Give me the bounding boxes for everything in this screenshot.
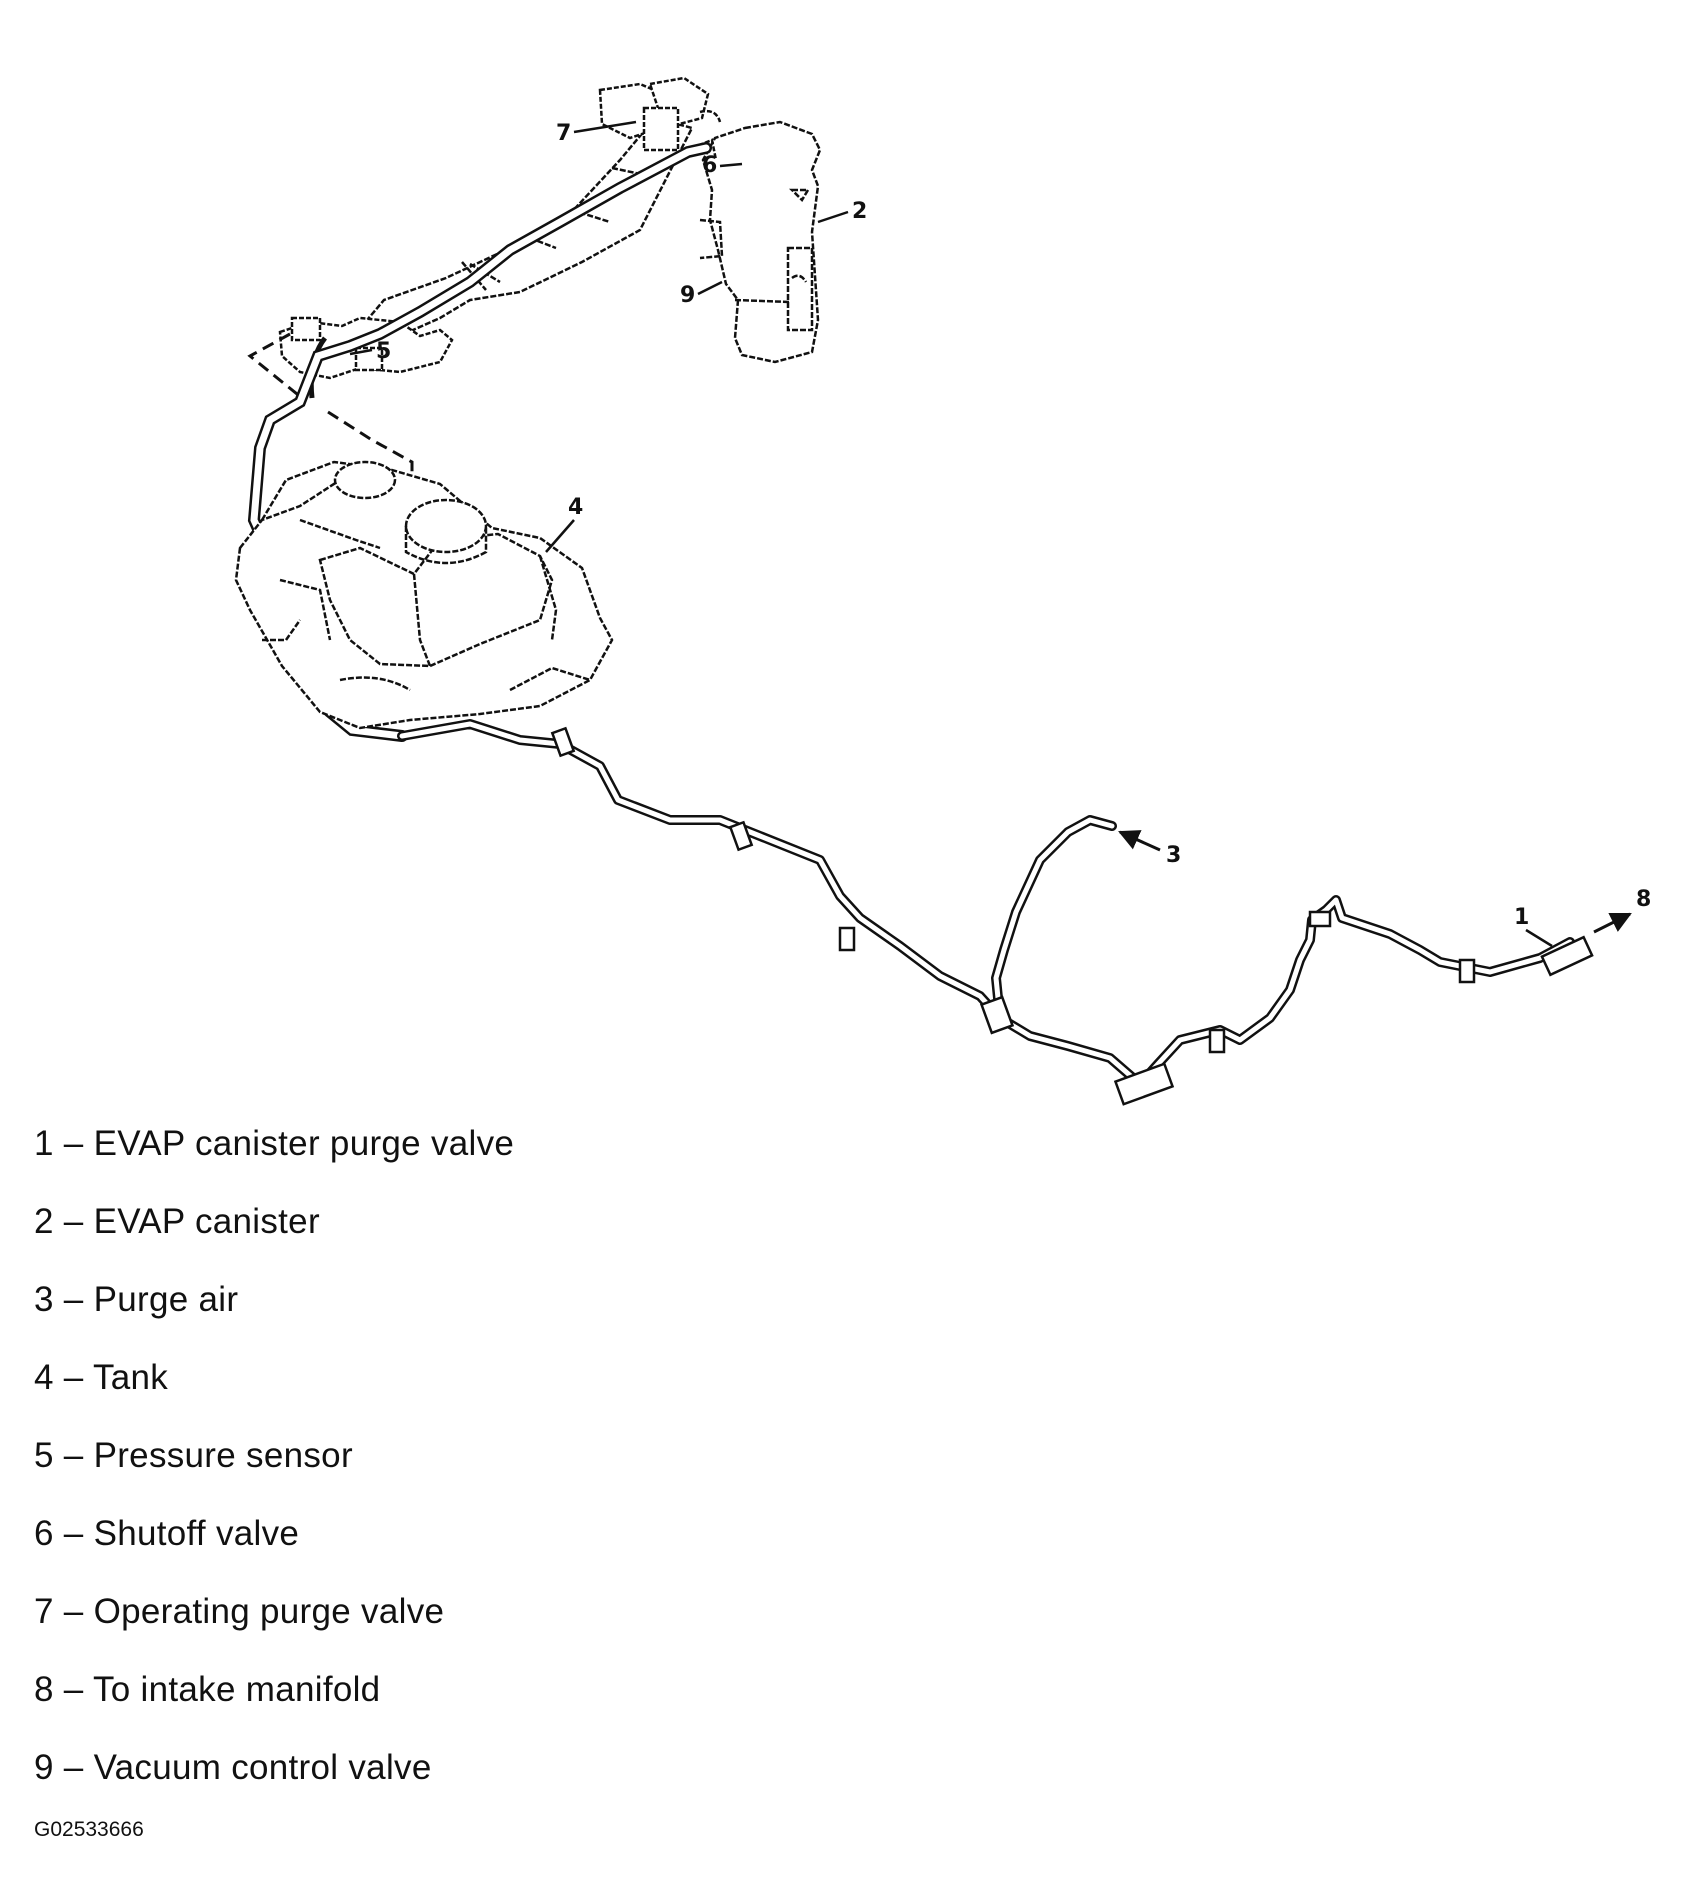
callout-3-number: 3: [1166, 843, 1181, 868]
callout-9-number: 9: [680, 283, 695, 308]
legend-item-1: 1 – EVAP canister purge valve: [34, 1124, 515, 1163]
dashed-leader-upper: [247, 332, 303, 400]
callout-2: 2: [817, 199, 867, 224]
callout-8-number: 8: [1636, 887, 1651, 912]
evap-system-diagram: 7 6 2 9 5 4 3 1 8: [234, 76, 1651, 1106]
figure-code: G02533666: [34, 1818, 144, 1841]
fuel-tank-drawing: [234, 460, 614, 730]
legend-item-5: 5 – Pressure sensor: [34, 1436, 353, 1475]
callout-7-leader: [573, 120, 637, 134]
callout-1-leader: [1525, 928, 1553, 948]
callout-3-arrow: [1118, 830, 1161, 852]
callout-5-number: 5: [376, 339, 391, 364]
legend-item-3: 3 – Purge air: [34, 1280, 239, 1319]
callout-9: 9: [680, 280, 723, 308]
purge-line-inner: [399, 721, 1573, 1087]
callout-2-number: 2: [852, 199, 867, 224]
pressure-sensor-drawing: [278, 316, 454, 380]
component-legend: 1 – EVAP canister purge valve 2 – EVAP c…: [34, 1118, 514, 1820]
evap-purge-valve-drawing: [1113, 935, 1594, 1106]
callout-4-leader: [545, 519, 575, 553]
callout-6-number: 6: [702, 153, 717, 178]
line-clips: [550, 726, 1476, 1054]
callout-2-leader: [817, 210, 849, 224]
callout-4-number: 4: [568, 495, 583, 520]
callout-3: 3: [1118, 830, 1181, 868]
callout-5-leader: [349, 348, 373, 356]
callout-7-number: 7: [556, 121, 571, 146]
evap-canister-drawing: [699, 120, 822, 364]
callout-4: 4: [545, 495, 583, 553]
callout-5: 5: [349, 339, 391, 364]
callout-8: 8: [1593, 887, 1651, 934]
legend-item-7: 7 – Operating purge valve: [34, 1592, 445, 1631]
callout-8-arrow: [1593, 912, 1632, 934]
callout-1: 1: [1514, 905, 1553, 948]
callout-6: 6: [702, 153, 743, 178]
purge-line-to-front: [397, 719, 1575, 1089]
filler-neck-drawing: [359, 116, 694, 340]
purge-air-line-inner: [993, 817, 1115, 1021]
legend-item-6: 6 – Shutoff valve: [34, 1514, 300, 1553]
legend-item-8: 8 – To intake manifold: [34, 1670, 381, 1709]
callout-6-leader: [719, 162, 743, 168]
legend-item-2: 2 – EVAP canister: [34, 1202, 320, 1241]
callout-7: 7: [556, 120, 637, 146]
legend-item-4: 4 – Tank: [34, 1358, 169, 1397]
callout-1-number: 1: [1514, 905, 1529, 930]
legend-item-9: 9 – Vacuum control valve: [34, 1748, 432, 1787]
callout-9-leader: [697, 280, 723, 296]
